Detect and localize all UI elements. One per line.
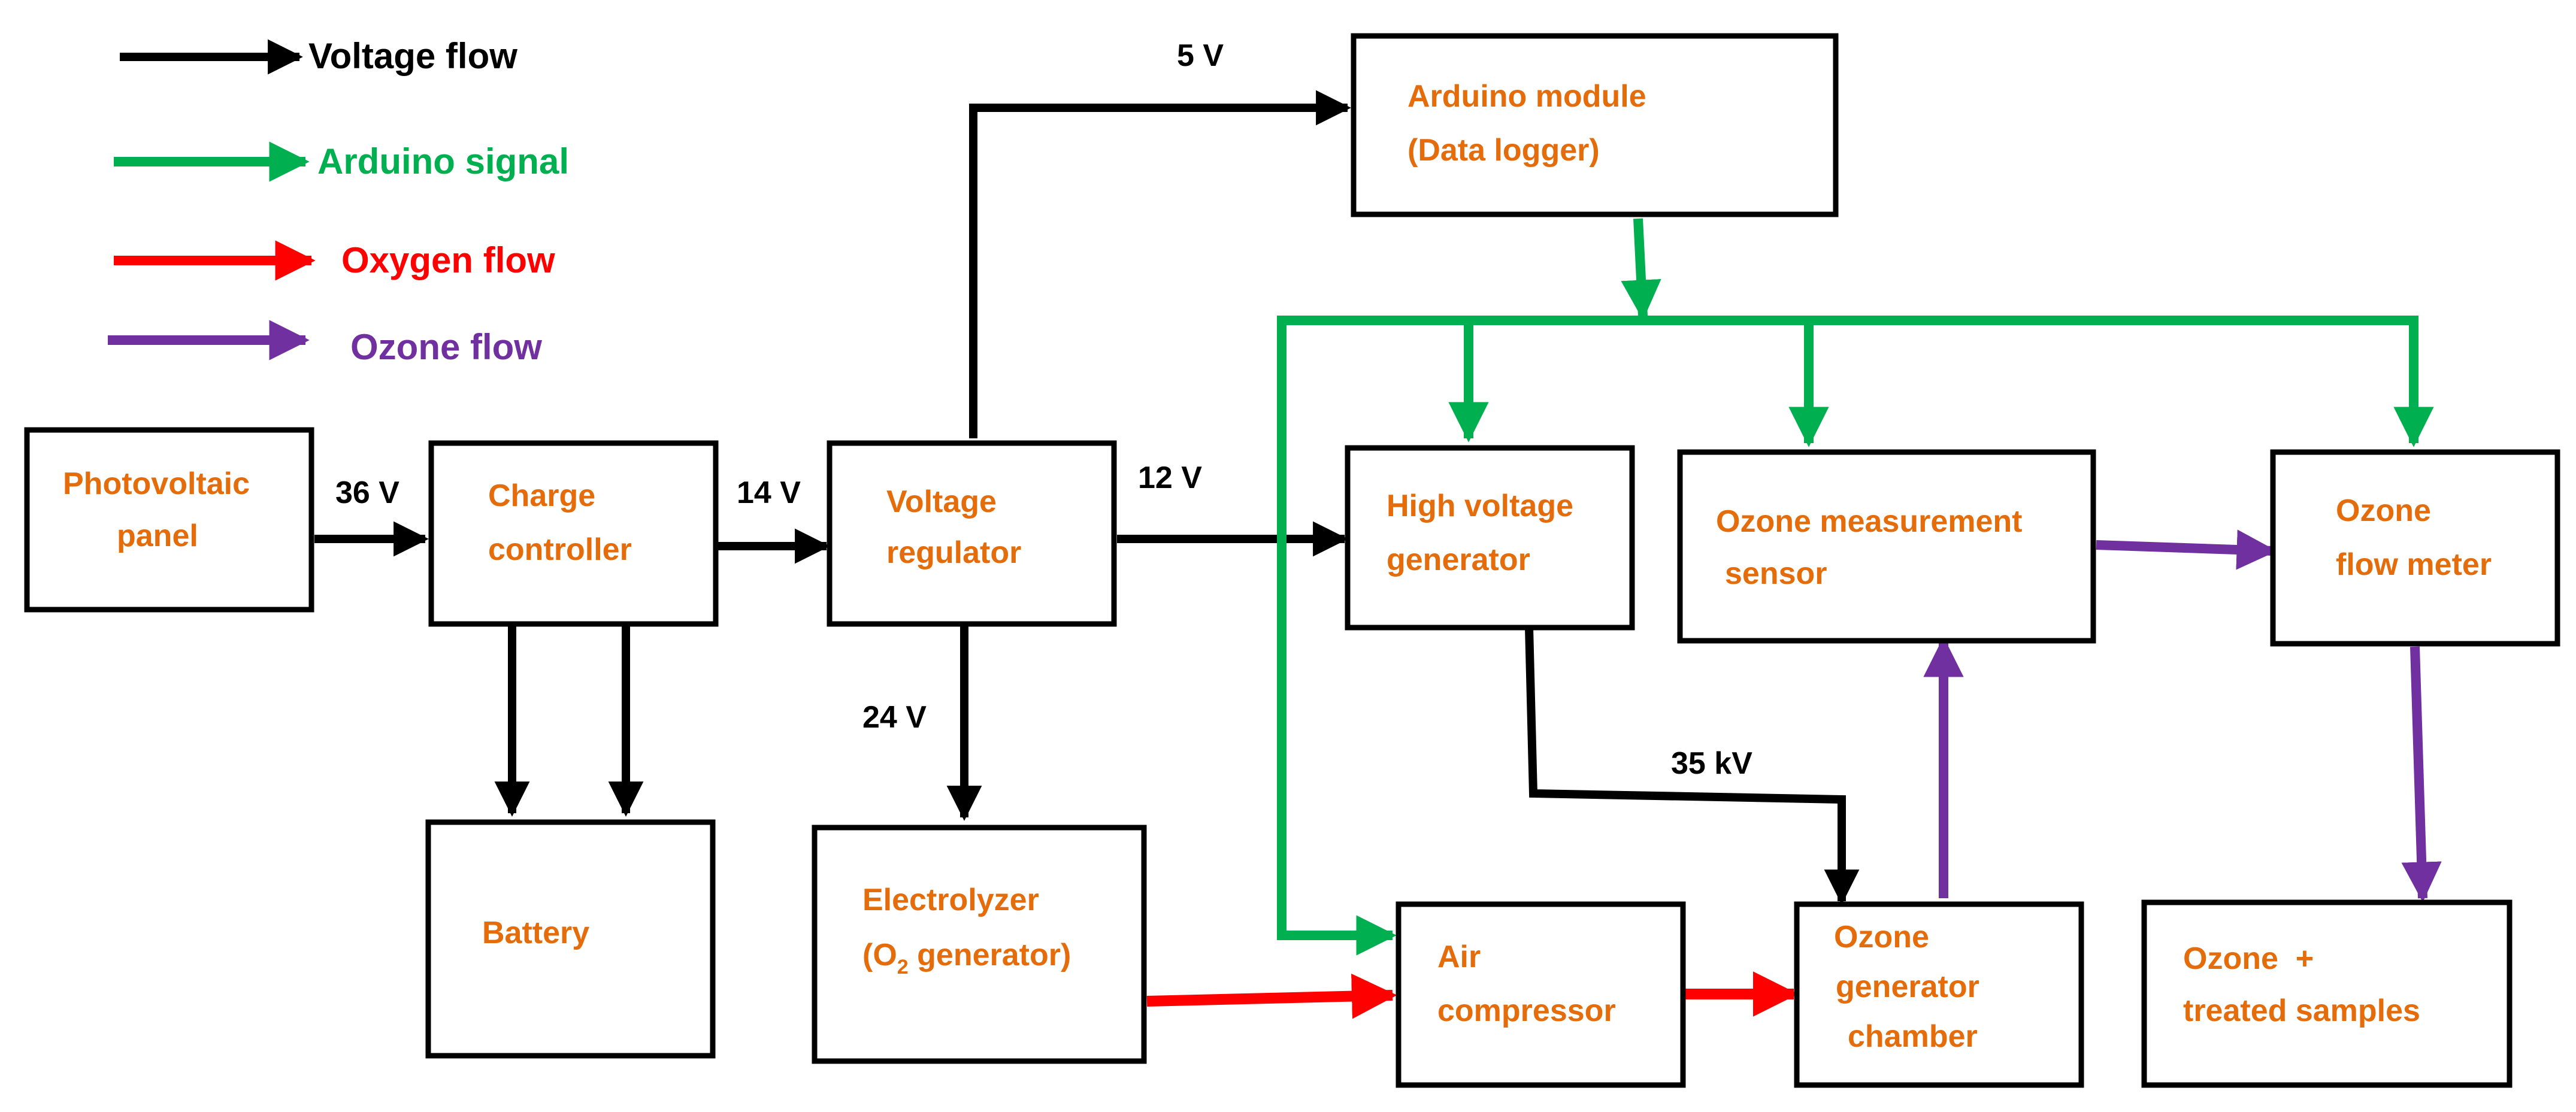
label-chamber-line1: Ozone: [1834, 920, 1929, 955]
voltage-wires: [314, 90, 1860, 905]
label-sensor-line1: Ozone measurement: [1716, 504, 2023, 539]
legend-oxygen-label: Oxygen flow: [341, 240, 555, 280]
box-ozone-flow-meter: [2270, 449, 2560, 647]
label-chamber-line3: chamber: [1848, 1019, 1978, 1054]
label-35kv: 35 kV: [1671, 746, 1752, 781]
oxygen-flow-wires: [1146, 971, 1799, 1019]
label-flowmeter-line1: Ozone: [2336, 493, 2431, 528]
block-ozone-generator-chamber: Ozone generator chamber: [1794, 901, 2084, 1088]
legend-ozone-label: Ozone flow: [350, 327, 542, 367]
wire-hv-to-chamber: [1525, 627, 1860, 905]
label-14v: 14 V: [737, 475, 801, 510]
label-photovoltaic-line2: panel: [117, 519, 198, 553]
arduino-signal-wires: [1277, 218, 2434, 956]
block-charge-controller: Charge controller: [428, 440, 719, 627]
label-arduino-line1: Arduino module: [1407, 79, 1646, 114]
ozone-sensor-to-flow-meter: [2096, 529, 2277, 570]
label-samples-line1: Ozone +: [2183, 941, 2314, 976]
label-electrolyzer-line1: Electrolyzer: [862, 883, 1039, 917]
box-ozone-generator-chamber: [1794, 901, 2084, 1088]
signal-arduino-down: [1621, 218, 1661, 320]
signal-bus: [1277, 316, 2414, 934]
label-charge-line1: Charge: [488, 478, 595, 513]
block-ozone-treated-samples: Ozone + treated samples: [2141, 899, 2513, 1088]
label-samples-line2: treated samples: [2183, 993, 2420, 1028]
block-electrolyzer: Electrolyzer (O2 generator): [812, 825, 1147, 1064]
block-air-compressor: Air compressor: [1396, 901, 1686, 1088]
label-24v: 24 V: [862, 700, 927, 735]
label-regulator-line2: regulator: [886, 535, 1021, 570]
label-photovoltaic-line1: Photovoltaic: [63, 466, 250, 501]
label-battery: Battery: [482, 916, 589, 950]
legend-arduino-label: Arduino signal: [317, 141, 569, 181]
box-charge-controller: [428, 440, 719, 627]
legend: Voltage flow Arduino signal Oxygen flow …: [108, 36, 569, 367]
label-hv-line1: High voltage: [1387, 489, 1573, 523]
block-high-voltage-generator: High voltage generator: [1345, 445, 1635, 631]
label-charge-line2: controller: [488, 532, 632, 567]
label-5v: 5 V: [1177, 38, 1224, 73]
block-voltage-regulator: Voltage regulator: [827, 440, 1117, 627]
box-battery: [425, 819, 716, 1059]
block-arduino-module: Arduino module (Data logger): [1351, 33, 1839, 217]
block-battery: Battery: [425, 819, 716, 1059]
box-ozone-treated-samples: [2141, 899, 2513, 1088]
label-hv-line2: generator: [1387, 543, 1530, 577]
box-arduino-module: [1351, 33, 1839, 217]
label-flowmeter-line2: flow meter: [2336, 547, 2492, 582]
box-photovoltaic-panel: [24, 427, 314, 613]
label-electrolyzer-line2: (O2 generator): [862, 938, 1071, 978]
label-arduino-line2: (Data logger): [1407, 133, 1600, 168]
block-ozone-flow-meter: Ozone flow meter: [2270, 449, 2560, 647]
label-chamber-line2: generator: [1836, 969, 1979, 1004]
label-compressor-line1: Air: [1437, 940, 1481, 974]
box-air-compressor: [1396, 901, 1686, 1088]
wire-regulator-to-arduino: [969, 90, 1351, 438]
label-36v: 36 V: [335, 475, 399, 510]
label-compressor-line2: compressor: [1437, 993, 1616, 1028]
box-electrolyzer: [812, 825, 1147, 1064]
ozone-flow-wires: [1923, 529, 2442, 902]
legend-voltage-label: Voltage flow: [308, 36, 517, 76]
voltage-labels: 36 V 14 V 12 V 5 V 24 V 35 kV: [335, 38, 1752, 781]
block-ozone-measurement-sensor: Ozone measurement sensor: [1677, 449, 2096, 644]
ozone-flow-meter-to-samples: [2401, 646, 2442, 902]
block-photovoltaic-panel: Photovoltaic panel: [24, 427, 314, 613]
box-voltage-regulator: [827, 440, 1117, 627]
box-ozone-measurement-sensor: [1677, 449, 2096, 644]
label-regulator-line1: Voltage: [886, 484, 997, 519]
label-sensor-line2: sensor: [1725, 556, 1827, 591]
label-12v: 12 V: [1138, 460, 1202, 495]
box-high-voltage-generator: [1345, 445, 1635, 631]
oxygen-electrolyzer-to-compressor: [1146, 973, 1397, 1019]
